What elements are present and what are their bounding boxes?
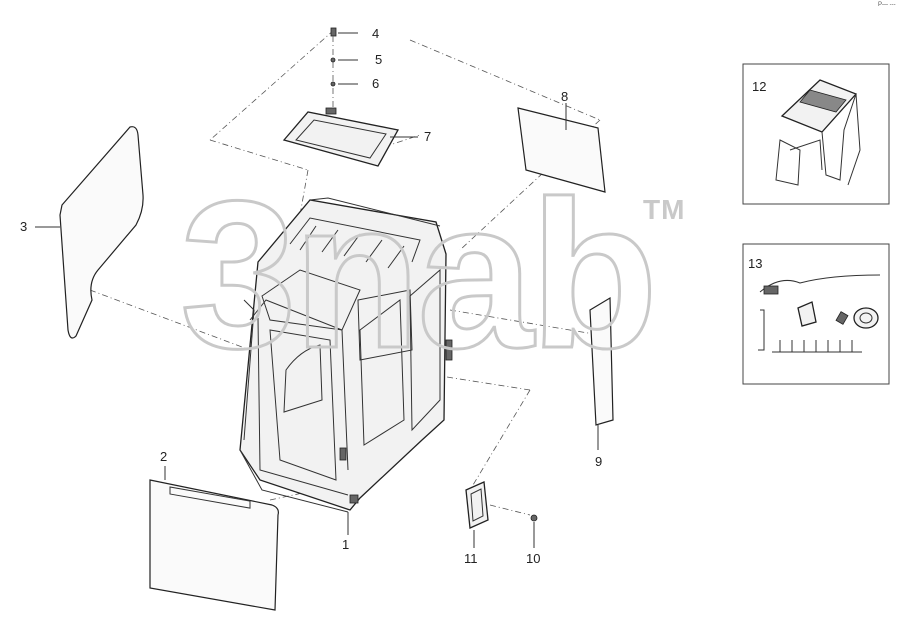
fasteners-4-5-6 xyxy=(330,27,358,112)
watermark-trademark: TM xyxy=(643,194,686,225)
plate-and-bolt xyxy=(465,481,538,548)
callout-13: 13 xyxy=(748,256,763,271)
inset-box-12 xyxy=(742,63,890,205)
callout-11: 11 xyxy=(464,551,478,566)
callout-4: 4 xyxy=(372,26,380,41)
callout-6: 6 xyxy=(372,76,380,91)
callout-9: 9 xyxy=(595,454,603,469)
callout-12: 12 xyxy=(752,79,767,94)
side-glass-left xyxy=(59,126,144,339)
watermark-logo: 3nab xyxy=(178,157,659,392)
corner-mark: P— --- xyxy=(878,2,896,8)
callout-1: 1 xyxy=(342,537,350,552)
inset-box-13 xyxy=(742,243,890,385)
side-glass-right xyxy=(589,296,614,426)
callout-7: 7 xyxy=(424,129,432,144)
rear-glass xyxy=(517,107,606,193)
cab-frame xyxy=(239,197,453,535)
callout-10: 10 xyxy=(526,551,541,566)
roof-hatch xyxy=(282,107,418,167)
callout-8: 8 xyxy=(561,89,569,104)
front-lower-glass xyxy=(149,479,279,611)
callout-5: 5 xyxy=(375,52,383,67)
callout-3: 3 xyxy=(20,219,28,234)
callout-2: 2 xyxy=(160,449,168,464)
